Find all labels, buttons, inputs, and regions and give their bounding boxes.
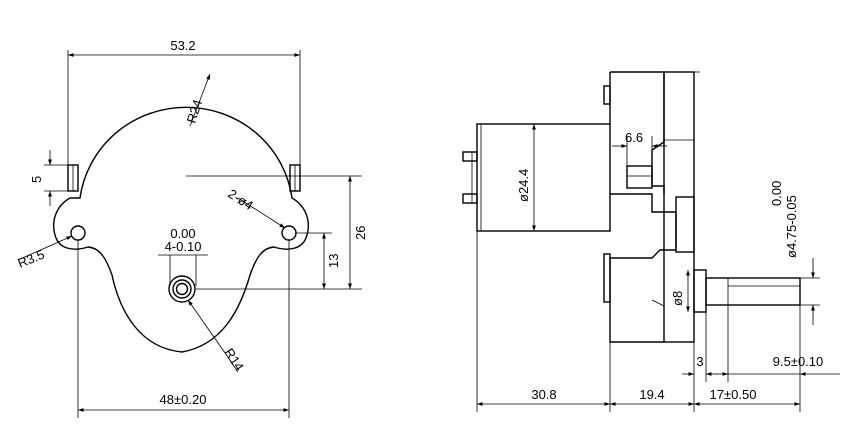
dim-r24: R24: [184, 98, 206, 125]
right-knob: [675, 196, 695, 253]
terminal-bottom: [462, 193, 478, 204]
dim-6-6: 6.6: [625, 130, 643, 145]
dim-shaft-dia: ø4.75-0.05: [784, 195, 799, 258]
gearbox-body-outline: [52, 106, 310, 353]
dim-r3-5: R3.5: [16, 247, 47, 271]
dim-53-2: 53.2: [170, 38, 195, 53]
side-tab: [626, 165, 653, 189]
left-mount-hole: [70, 225, 86, 241]
shaft-boss: [693, 269, 707, 313]
dim-d8: ø8: [670, 291, 685, 306]
dim-9-5: 9.5±0.10: [773, 354, 824, 369]
dim-26: 26: [353, 226, 368, 240]
dim-hub-tol-upper: 0.00: [170, 226, 195, 241]
gearbox-top-stud: [603, 85, 611, 105]
dim-d24-4: ø24.4: [516, 169, 531, 202]
output-shaft-side: [705, 277, 801, 306]
dim-30-8: 30.8: [531, 387, 556, 402]
dim-r14: R14: [221, 345, 247, 373]
dim-17: 17±0.50: [710, 387, 757, 402]
output-hub-outer: [168, 275, 196, 303]
gearbox-bottom-stud: [603, 253, 611, 303]
dim-3: 3: [696, 354, 703, 369]
dim-2-d4: 2-ø4: [225, 186, 256, 213]
dim-19-4: 19.4: [639, 387, 664, 402]
right-mount-hole: [281, 225, 297, 241]
dim-13: 13: [326, 254, 341, 268]
output-shaft: [175, 282, 189, 296]
dim-shaft-tol-upper: 0.00: [769, 181, 784, 206]
front-view: 53.2 R24 5 2-ø4 R3.5 26 13 0.00 4-0.10 R…: [16, 38, 368, 418]
output-hub-middle: [172, 279, 192, 299]
dim-hub-tol-lower: 4-0.10: [165, 239, 202, 254]
motor-can: [476, 123, 611, 232]
dim-48: 48±0.20: [160, 392, 207, 407]
side-view: ø24.4 6.6 0.00 ø4.75-0.05 ø8 30.8 19.4 1…: [462, 71, 840, 412]
terminal-top: [462, 151, 478, 162]
dim-5: 5: [29, 176, 44, 183]
